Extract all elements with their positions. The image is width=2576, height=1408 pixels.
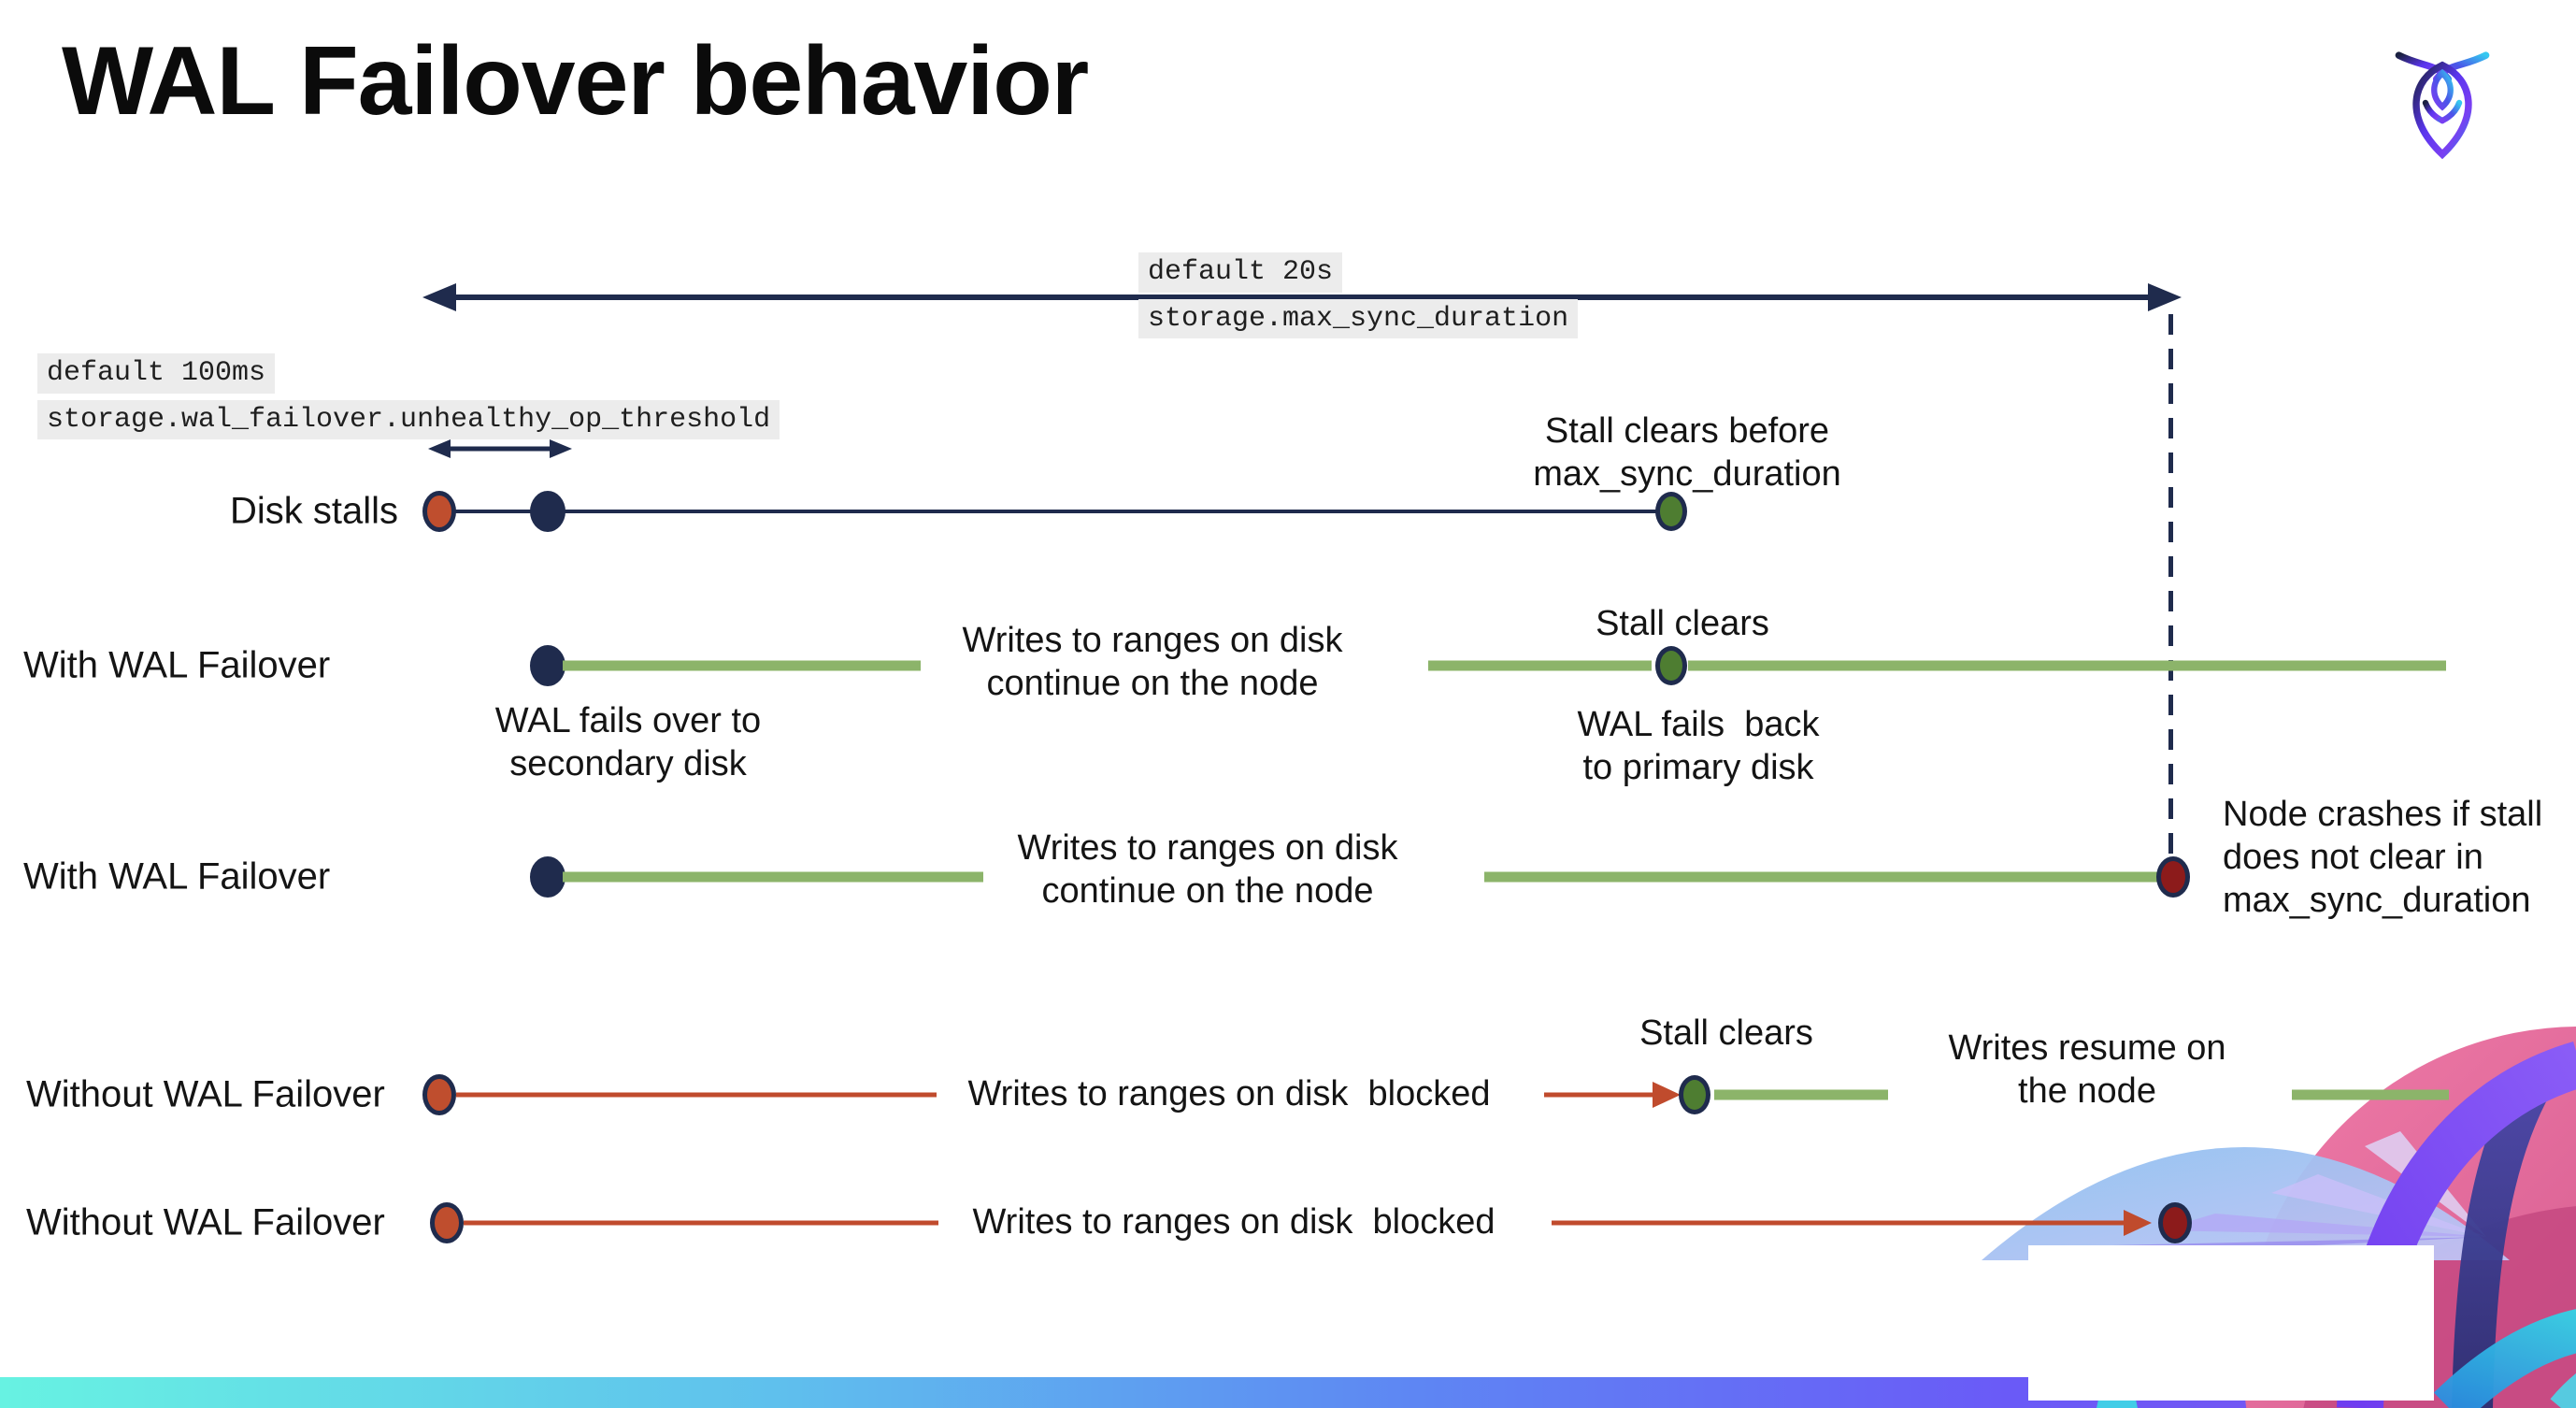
max-sync-arrow-shaft — [439, 295, 2167, 300]
writes-blocked-note: Writes to ranges on disk blocked — [967, 1074, 1491, 1113]
writes-resume-segment — [1714, 1089, 1888, 1100]
writes-resume-segment — [2292, 1089, 2449, 1100]
node-crash-note: Node crashes if stall does not clear in … — [2223, 795, 2543, 920]
writes-blocked-segment — [464, 1220, 938, 1226]
stall-clears-note: Stall clears — [1639, 1013, 1813, 1053]
failover-note: WAL fails over to secondary disk — [494, 701, 762, 783]
writes-continue-note: Writes to ranges on disk continue on the… — [1017, 828, 1398, 911]
disk-stall-timeline — [439, 510, 1671, 513]
writes-continue-segment — [563, 660, 921, 671]
max-sync-deadline-dashed-line — [2168, 314, 2173, 860]
writes-blocked-segment — [1552, 1220, 2124, 1226]
threshold-arrow-shaft — [445, 446, 551, 452]
stall-clears-before-note: Stall clears before max_sync_duration — [1533, 411, 1841, 494]
writes-continue-segment — [1688, 660, 2446, 671]
row-label: Without WAL Failover — [26, 1073, 385, 1115]
failback-note: WAL fails back to primary disk — [1577, 705, 1820, 787]
max-sync-default-label: default 20s — [1138, 252, 1343, 293]
red-arrowhead-icon — [2124, 1210, 2152, 1236]
writes-continue-segment — [1428, 660, 1652, 671]
node-crash-dot — [2156, 856, 2190, 898]
arrow-right-icon — [2148, 283, 2182, 311]
failover-trigger-dot — [530, 645, 565, 686]
row-label: With WAL Failover — [23, 855, 331, 898]
writes-blocked-segment — [1544, 1092, 1653, 1098]
stall-start-dot — [422, 1074, 456, 1115]
arrow-left-icon — [428, 439, 451, 458]
stall-clears-dot — [1655, 646, 1687, 685]
max-sync-setting-name: storage.max_sync_duration — [1138, 298, 1579, 338]
node-crash-note-box — [2028, 1245, 2434, 1401]
failover-threshold-dot — [530, 491, 565, 532]
row-label: Without WAL Failover — [26, 1201, 385, 1243]
writes-blocked-note: Writes to ranges on disk blocked — [972, 1202, 1496, 1242]
writes-continue-segment — [1484, 871, 2157, 883]
unhealthy-op-setting-name: storage.wal_failover.unhealthy_op_thresh… — [37, 399, 780, 439]
arrow-right-icon — [550, 439, 572, 458]
writes-blocked-segment — [456, 1092, 937, 1098]
stall-clears-note: Stall clears — [1596, 604, 1769, 643]
writes-resume-note: Writes resume on the node — [1948, 1028, 2226, 1111]
page-title: WAL Failover behavior — [62, 27, 1089, 136]
failover-trigger-dot — [530, 856, 565, 898]
writes-continue-segment — [563, 871, 983, 883]
stall-clears-dot — [1655, 492, 1687, 531]
row-label: With WAL Failover — [23, 644, 331, 686]
stall-start-dot — [422, 491, 456, 532]
stall-start-dot — [430, 1202, 464, 1243]
unhealthy-op-setting-labels: default 100ms storage.wal_failover.unhea… — [37, 353, 780, 439]
cockroachdb-logo-icon — [2395, 51, 2490, 160]
unhealthy-op-default-label: default 100ms — [37, 353, 276, 394]
writes-continue-note: Writes to ranges on disk continue on the… — [962, 621, 1343, 703]
arrow-left-icon — [422, 283, 456, 311]
stall-clears-dot — [1679, 1075, 1710, 1114]
red-arrowhead-icon — [1653, 1082, 1681, 1108]
max-sync-setting-labels: default 20s storage.max_sync_duration — [1138, 252, 1579, 338]
node-crash-dot — [2158, 1202, 2192, 1243]
row-label: Disk stalls — [230, 490, 399, 532]
